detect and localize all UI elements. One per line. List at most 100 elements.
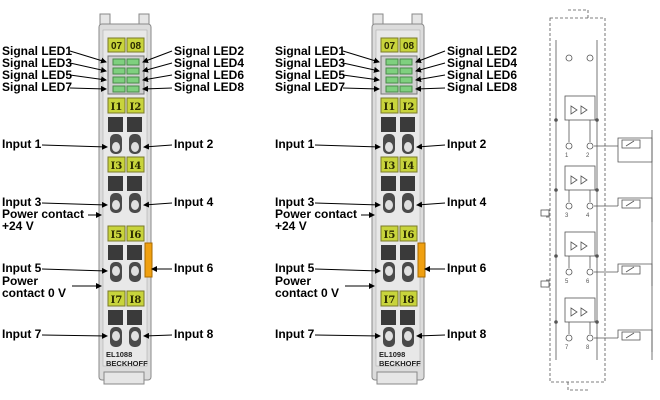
schematic-terminal-7: 7 — [565, 345, 569, 351]
label-24v: +24 V — [2, 219, 34, 233]
module-brand: BECKHOFF — [106, 359, 148, 368]
label-input-2: Input 2 — [174, 137, 214, 151]
schematic-terminal-3: 3 — [565, 213, 569, 219]
terminal-pair-7-8 — [108, 310, 142, 347]
led-3 — [112, 67, 126, 75]
input-label-text: I7 — [384, 295, 396, 306]
schematic-block-5-6 — [564, 231, 596, 276]
schematic-terminal-8: 8 — [586, 345, 590, 351]
terminal-pair-7-8 — [381, 310, 415, 347]
input-label-text: I5 — [111, 230, 123, 241]
label-signal-led5: Signal LED5 — [275, 68, 346, 82]
label-signal-led5: Signal LED5 — [2, 68, 73, 82]
label-power-contact: Power contact — [2, 207, 85, 221]
label-input-7: Input 7 — [275, 327, 315, 341]
led-label-text: 07 — [384, 41, 396, 52]
schematic-block-7-8 — [564, 297, 596, 342]
schematic-terminal-5: 5 — [565, 279, 569, 285]
module-brand: BECKHOFF — [379, 359, 421, 368]
label-power-contact: Power contact — [275, 207, 358, 221]
label-signal-led7: Signal LED7 — [2, 80, 73, 94]
input-label-text: I7 — [111, 295, 123, 306]
label-signal-led3: Signal LED3 — [275, 56, 346, 70]
label-contact-0v: contact 0 V — [275, 286, 340, 300]
input-label-text: I1 — [384, 102, 396, 113]
led-label-07 — [380, 37, 399, 53]
label-power: Power — [2, 274, 39, 288]
label-signal-led8: Signal LED8 — [174, 80, 245, 94]
schematic-block-1-2 — [564, 95, 596, 150]
label-signal-led4: Signal LED4 — [447, 56, 518, 70]
label-signal-led7: Signal LED7 — [275, 80, 346, 94]
terminal-pair-1-2 — [108, 117, 142, 154]
led-4 — [126, 67, 140, 75]
label-input-3: Input 3 — [2, 195, 42, 209]
led-6 — [126, 76, 140, 84]
led-7 — [112, 85, 126, 93]
terminal-pair-1-2 — [381, 117, 415, 154]
label-input-7: Input 7 — [2, 327, 42, 341]
schematic-terminal-4: 4 — [586, 213, 590, 219]
module-model: EL1098 — [379, 350, 405, 359]
terminal-pair-5-6 — [381, 245, 415, 282]
label-input-6: Input 6 — [174, 261, 214, 275]
power-contact-marker — [144, 242, 153, 278]
input-label-text: I4 — [403, 161, 415, 172]
input-label-text: I5 — [384, 230, 396, 241]
input-label-text: I6 — [130, 230, 142, 241]
label-signal-led6: Signal LED6 — [447, 68, 518, 82]
power-contact-marker — [417, 242, 426, 278]
label-input-8: Input 8 — [174, 327, 214, 341]
schematic-terminal-2: 2 — [586, 153, 590, 159]
label-input-3: Input 3 — [275, 195, 315, 209]
label-input-2: Input 2 — [447, 137, 487, 151]
terminal-pair-3-4 — [108, 176, 142, 213]
input-label-text: I2 — [130, 102, 142, 113]
input-label-text: I6 — [403, 230, 415, 241]
schematic-block-3-4 — [564, 165, 596, 210]
module-model: EL1088 — [106, 350, 132, 359]
input-label-text: I3 — [384, 161, 396, 172]
label-input-4: Input 4 — [174, 195, 214, 209]
led-label-08 — [126, 37, 145, 53]
label-input-5: Input 5 — [275, 261, 315, 275]
led-label-07 — [107, 37, 126, 53]
label-input-8: Input 8 — [447, 327, 487, 341]
label-input-4: Input 4 — [447, 195, 487, 209]
terminal-pair-3-4 — [381, 176, 415, 213]
input-label-text: I4 — [130, 161, 142, 172]
input-label-text: I8 — [130, 295, 142, 306]
label-input-6: Input 6 — [447, 261, 487, 275]
label-signal-led8: Signal LED8 — [447, 80, 518, 94]
label-signal-led1: Signal LED1 — [275, 44, 346, 58]
label-power: Power — [275, 274, 312, 288]
label-input-1: Input 1 — [275, 137, 315, 151]
terminal-pair-5-6 — [108, 245, 142, 282]
input-label-text: I8 — [403, 295, 415, 306]
led-label-text: 07 — [111, 41, 123, 52]
label-signal-led2: Signal LED2 — [447, 44, 518, 58]
led-2 — [126, 58, 140, 66]
input-label-text: I2 — [403, 102, 415, 113]
led-label-text: 08 — [403, 41, 415, 52]
label-signal-led3: Signal LED3 — [2, 56, 73, 70]
led-5 — [112, 76, 126, 84]
label-input-1: Input 1 — [2, 137, 42, 151]
external-switches — [594, 130, 653, 360]
label-signal-led2: Signal LED2 — [174, 44, 245, 58]
input-label-text: I3 — [111, 161, 123, 172]
input-label-text: I1 — [111, 102, 123, 113]
led-label-text: 08 — [130, 41, 142, 52]
label-input-5: Input 5 — [2, 261, 42, 275]
schematic-terminal-1: 1 — [565, 153, 569, 159]
label-signal-led1: Signal LED1 — [2, 44, 73, 58]
led-8 — [126, 85, 140, 93]
schematic-terminal-6: 6 — [586, 279, 590, 285]
led-1 — [112, 58, 126, 66]
